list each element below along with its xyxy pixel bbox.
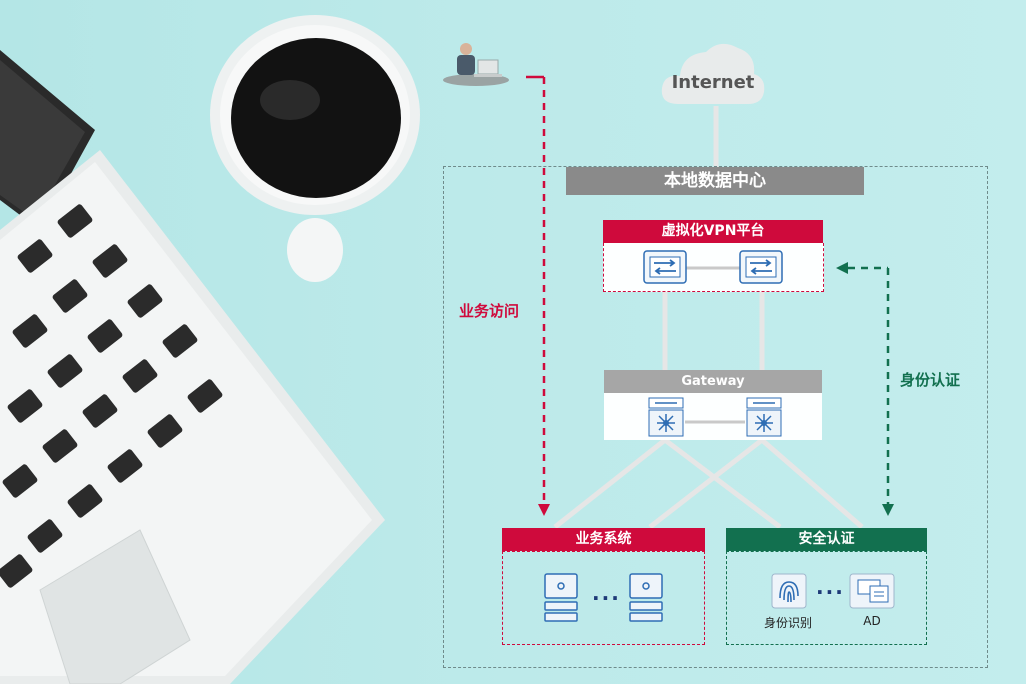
gateway-devices <box>648 397 782 437</box>
gateway-panel <box>604 393 822 440</box>
internet-cloud-icon <box>661 43 765 104</box>
gateway-title: Gateway <box>604 370 822 393</box>
datacenter-title: 本地数据中心 <box>566 167 864 195</box>
laptop-photo <box>0 15 420 684</box>
ad-caption: AD <box>863 614 881 628</box>
security-auth-panel <box>726 551 927 645</box>
datacenter-frame <box>443 166 988 668</box>
vpn-devices <box>643 250 783 284</box>
security-devices <box>771 573 895 609</box>
fingerprint-caption: 身份识别 <box>763 616 812 630</box>
switch-icon <box>648 397 684 437</box>
fingerprint-icon <box>771 573 807 609</box>
security-auth-title: 安全认证 <box>726 528 927 551</box>
remote-user-icon <box>443 43 509 86</box>
ad-server-icon <box>849 573 895 609</box>
business-access-label: 业务访问 <box>459 302 520 320</box>
server-icon <box>544 573 578 622</box>
vpn-device-icon <box>739 250 783 284</box>
business-system-panel <box>502 551 705 645</box>
business-system-title: 业务系统 <box>502 528 705 551</box>
vpn-title: 虚拟化VPN平台 <box>603 220 823 243</box>
business-ellipsis: ··· <box>592 586 621 610</box>
switch-icon <box>746 397 782 437</box>
identity-auth-label: 身份认证 <box>900 371 961 389</box>
vpn-device-icon <box>643 250 687 284</box>
internet-label: Internet <box>671 72 755 93</box>
security-ellipsis: ··· <box>816 580 845 604</box>
server-icon <box>629 573 663 622</box>
business-servers <box>544 573 663 622</box>
